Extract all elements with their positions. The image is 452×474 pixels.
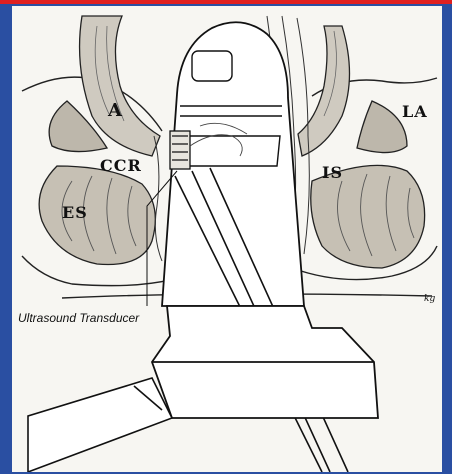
label-a: A [108, 100, 123, 121]
label-es: ES [62, 203, 88, 222]
ultrasound-transducer-caption: Ultrasound Transducer [18, 311, 139, 325]
artist-signature: kg [424, 294, 435, 304]
slide-top-edge [0, 0, 452, 4]
label-ccr: CCR [100, 156, 142, 175]
label-la: LA [402, 102, 428, 121]
transducer-element [170, 131, 190, 169]
anatomy-drawing [12, 6, 442, 472]
anatomy-illustration: A LA CCR IS ES Ultrasound Transducer kg [12, 6, 442, 472]
left-sphincter-muscles [39, 16, 160, 265]
right-sphincter-muscles [298, 26, 425, 268]
label-is: IS [322, 163, 343, 182]
probe-handle-housing [152, 306, 378, 418]
probe-cable-handle [28, 378, 172, 472]
